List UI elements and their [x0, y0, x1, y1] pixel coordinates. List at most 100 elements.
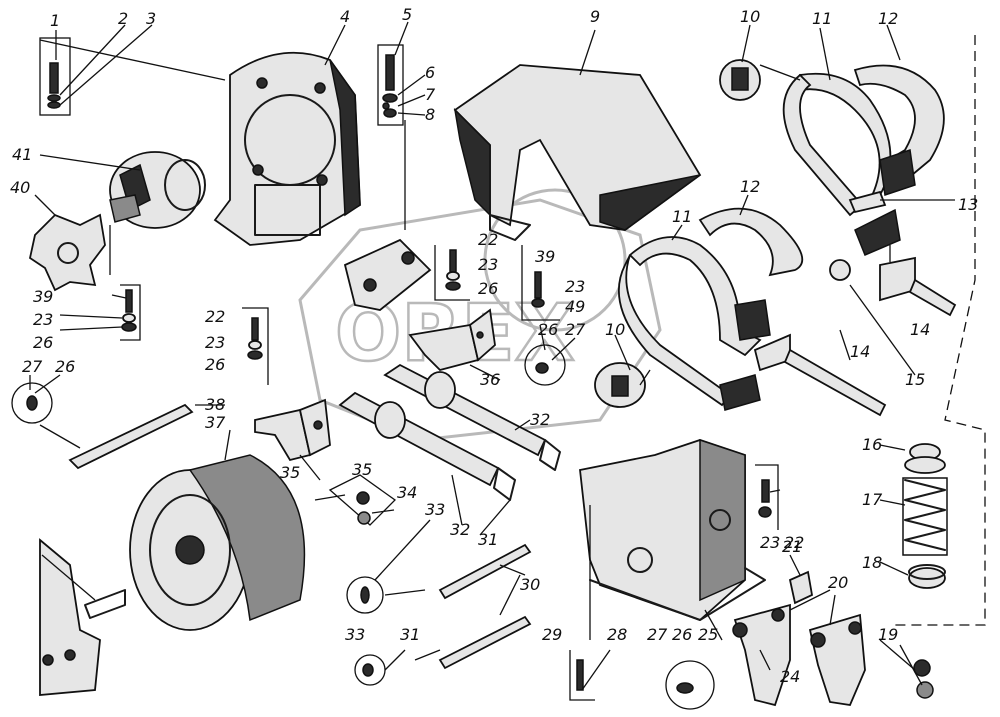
callout-22-left: 22	[205, 307, 225, 326]
callout-33-lower: 33	[345, 625, 365, 644]
part-14-rod-lower	[753, 333, 887, 417]
part-10-pin-middle	[594, 362, 646, 408]
callout-27-bottom: 27	[647, 625, 668, 644]
callout-23-left: 23	[205, 333, 225, 352]
part-17-spring	[902, 477, 948, 556]
part-14-rod-upper	[879, 256, 957, 317]
callout-14-lower: 14	[850, 342, 870, 361]
callout-10-top: 10	[740, 7, 760, 26]
part-12-brake-band-middle	[698, 207, 804, 341]
callout-40: 40	[10, 178, 30, 197]
part-12-brake-band-top	[853, 64, 945, 196]
callout-18: 18	[862, 553, 882, 572]
part-19-nuts	[913, 659, 934, 699]
part-30-pin-lower	[438, 615, 532, 670]
callout-10-middle: 10	[605, 320, 625, 339]
part-25-frame	[579, 438, 766, 622]
fastener-group-26-27-center	[524, 344, 566, 386]
part-9-cover	[453, 64, 702, 241]
fastener-group-22-23-26-center	[434, 245, 470, 301]
callout-11-top: 11	[812, 9, 832, 28]
callout-27-left: 27	[22, 357, 43, 376]
part-1-3-fastener-set	[39, 37, 71, 116]
callout-6: 6	[425, 63, 435, 82]
callout-28: 28	[607, 625, 627, 644]
callout-15: 15	[905, 370, 925, 389]
callout-23-right: 23	[760, 533, 780, 552]
callout-35-bracket: 35	[280, 463, 300, 482]
fastener-group-29-28	[569, 650, 595, 701]
part-15-bushing	[829, 259, 851, 281]
fastener-group-27-26-left	[11, 382, 53, 424]
callout-26-left-circle: 26	[55, 357, 75, 376]
callout-3: 3	[146, 9, 156, 28]
part-41-coupling-half	[109, 151, 206, 229]
callout-14-upper: 14	[910, 320, 930, 339]
callout-35-nut: 35	[352, 460, 372, 479]
callout-39-center: 39	[535, 247, 555, 266]
callout-9: 9	[590, 7, 600, 26]
callout-12-top: 12	[878, 9, 898, 28]
callout-26-bottom: 26	[672, 625, 692, 644]
callout-30: 30	[520, 575, 540, 594]
part-24-yoke	[732, 603, 791, 707]
fastener-group-39-23-49	[521, 245, 560, 321]
callout-32-lower: 32	[450, 520, 470, 539]
callout-24: 24	[780, 667, 800, 686]
callout-26-center: 26	[478, 279, 498, 298]
callout-4: 4	[340, 7, 350, 26]
part-32-cylinder-upper	[383, 363, 561, 471]
callout-31-lower: 31	[400, 625, 420, 644]
part-4-bracket-housing	[213, 51, 361, 246]
callout-34: 34	[397, 483, 417, 502]
leader-lines	[29, 21, 955, 691]
fastener-group-22-23-right	[755, 464, 779, 530]
callout-20: 20	[828, 573, 848, 592]
part-10-pin-top	[719, 59, 761, 101]
callout-12-middle: 12	[740, 177, 760, 196]
callout-27-center: 27	[565, 320, 586, 339]
part-mounting-plate	[343, 238, 432, 311]
part-18-spring-seat	[908, 564, 946, 589]
fastener-group-22-23-26-left	[242, 307, 269, 385]
fastener-group-39-23-26	[120, 284, 141, 341]
callout-23-center: 23	[478, 255, 498, 274]
callout-23-far-left: 23	[33, 310, 53, 329]
part-37-pulley	[129, 454, 306, 631]
callout-41: 41	[12, 145, 32, 164]
part-21-bushing	[788, 570, 814, 605]
callout-22-right: 22	[784, 533, 804, 552]
callout-8: 8	[425, 105, 435, 124]
callout-23-center-right: 23	[565, 277, 585, 296]
callout-38: 38	[205, 395, 225, 414]
callout-21: 21	[782, 537, 802, 556]
callout-32-upper: 32	[530, 410, 550, 429]
part-38-rod	[68, 403, 194, 470]
part-16-spring-cap	[904, 443, 946, 474]
callout-49: 49	[565, 297, 585, 316]
callout-19: 19	[878, 625, 898, 644]
callout-11-middle: 11	[672, 207, 692, 226]
callout-2: 2	[118, 9, 128, 28]
part-housing-corner	[39, 538, 126, 696]
callout-33-upper: 33	[425, 500, 445, 519]
callout-5: 5	[402, 5, 412, 24]
fastener-group-33-lower	[354, 654, 386, 686]
fastener-group-27-26-bottom	[665, 660, 715, 710]
callout-labels: 1 2 3 4 5 6 7 8 9 10 11 12 13 12 11 14 1…	[10, 5, 978, 686]
callout-36: 36	[480, 370, 500, 389]
callout-31-upper: 31	[478, 530, 498, 549]
part-30-pin-upper	[438, 543, 532, 600]
callout-16: 16	[862, 435, 882, 454]
part-5-8-fastener-set	[377, 44, 404, 126]
part-20-yoke	[808, 613, 866, 706]
callout-22-center: 22	[478, 230, 498, 249]
callout-17: 17	[862, 490, 883, 509]
part-34-nut-group	[328, 474, 397, 526]
callout-25: 25	[698, 625, 718, 644]
callout-26-left: 26	[205, 355, 225, 374]
part-40-star-insert	[28, 213, 106, 292]
callout-7: 7	[425, 85, 436, 104]
callout-13: 13	[958, 195, 978, 214]
